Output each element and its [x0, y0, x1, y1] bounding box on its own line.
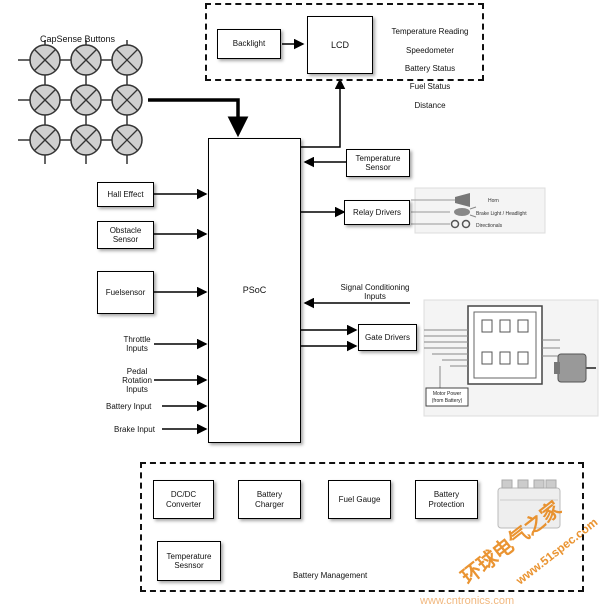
backlight-block: Backlight: [217, 29, 281, 59]
battery-input-label: Battery Input: [106, 402, 152, 411]
relay-out-brake-headlight: Brake Light / Headlight: [476, 211, 527, 217]
capsense-button: [29, 124, 61, 156]
capsense-title: CapSense Buttons: [40, 34, 116, 44]
headlight-icon: [454, 206, 477, 218]
throttle-inputs-label: Throttle Inputs: [123, 335, 151, 354]
capsense-button: [111, 124, 143, 156]
watermark-bottom: www.cntronics.com: [419, 595, 514, 607]
info-temperature-reading: Temperature Reading: [391, 27, 469, 37]
relay-out-directionals: Directionals: [476, 223, 503, 229]
hall-effect-block: Hall Effect: [97, 182, 154, 207]
lcd-display-group: [205, 3, 484, 81]
lcd-info-list: Temperature Reading Speedometer Battery …: [382, 18, 478, 119]
capsense-button: [70, 124, 102, 156]
directionals-icon: [450, 219, 471, 229]
battery-icon: [497, 479, 561, 529]
horn-icon: [455, 193, 470, 207]
motor-driver-panel: Motor Power (from Battery): [423, 299, 599, 417]
battery-management-title: Battery Management: [293, 571, 368, 580]
motor-power-line-2: (from Battery): [432, 398, 463, 404]
temperature-sensor-block: Temperature Sensor: [346, 149, 410, 177]
info-distance: Distance: [414, 100, 446, 110]
capsense-buttons-grid: [29, 44, 143, 156]
psoc-to-lcd-arrow: [300, 78, 346, 148]
pedal-rotation-label: Pedal Rotation Inputs: [122, 367, 152, 395]
relay-output-panel: Horn Brake Light / Headlight Directional…: [411, 187, 546, 234]
capsense-button: [70, 84, 102, 116]
capsense-button: [70, 44, 102, 76]
fuel-sensor-block: Fuelsensor: [97, 271, 154, 314]
dcdc-converter-block: DC/DC Converter: [153, 480, 214, 519]
motor-power-line-1: Motor Power: [433, 391, 462, 397]
battery-charger-block: Battery Charger: [238, 480, 301, 519]
left-input-arrows: [154, 188, 208, 435]
capsense-button: [111, 84, 143, 116]
signal-conditioning-label: Signal Conditioning Inputs: [340, 283, 410, 302]
capsense-button: [29, 44, 61, 76]
relay-drivers-block: Relay Drivers: [344, 200, 410, 225]
info-speedometer: Speedometer: [405, 45, 455, 55]
temperature-sensor-bm-block: Temperature Sesnsor: [157, 541, 221, 581]
capsense-button: [29, 84, 61, 116]
psoc-block: PSoC: [208, 138, 301, 443]
motor-icon: [554, 353, 596, 383]
brake-input-label: Brake Input: [114, 425, 155, 434]
info-battery-status: Battery Status: [404, 63, 456, 73]
lcd-block: LCD: [307, 16, 373, 74]
gate-drivers-block: Gate Drivers: [358, 324, 417, 351]
relay-out-horn: Horn: [488, 198, 499, 204]
obstacle-sensor-block: Obstacle Sensor: [97, 221, 154, 249]
info-fuel-status: Fuel Status: [409, 82, 451, 92]
battery-management-group: [140, 462, 584, 592]
battery-protection-block: Battery Protection: [415, 480, 478, 519]
capsense-button: [111, 44, 143, 76]
fuel-gauge-block: Fuel Gauge: [328, 480, 391, 519]
capsense-to-psoc-arrow: [148, 98, 249, 138]
